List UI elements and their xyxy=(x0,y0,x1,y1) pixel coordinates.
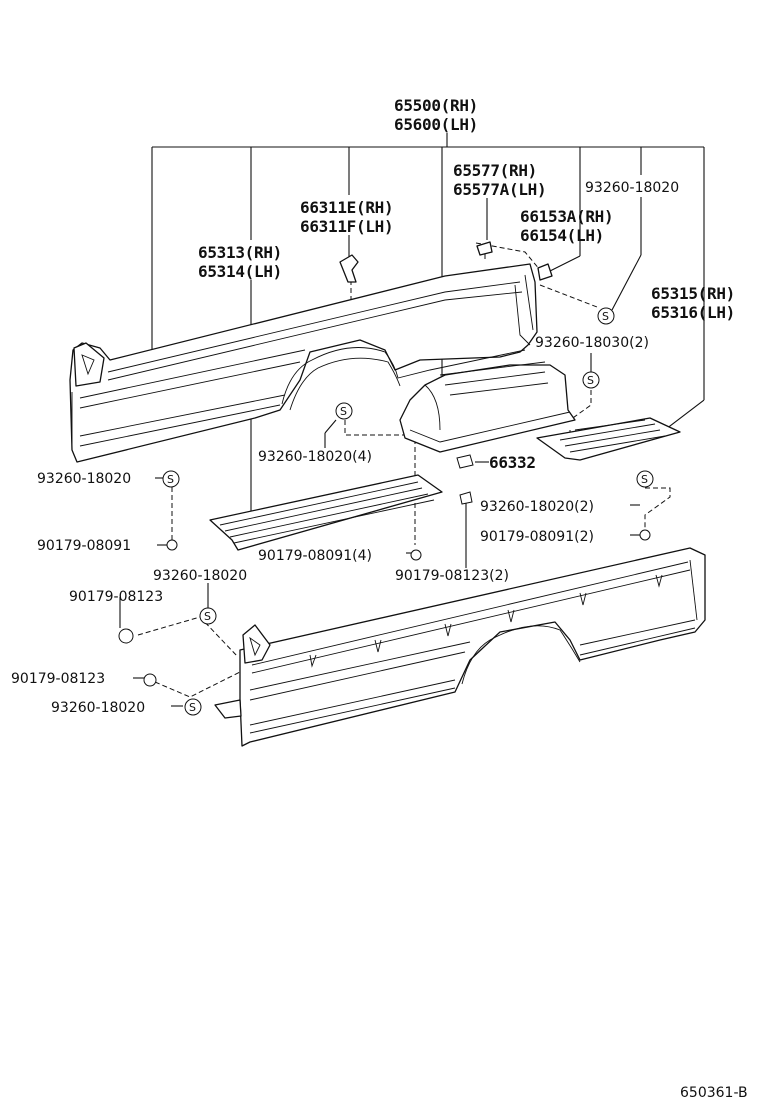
label-90179-08123-2: 90179-08123(2) xyxy=(395,568,509,584)
svg-text:S: S xyxy=(602,310,609,323)
label-65316: 65316(LH) xyxy=(651,303,735,322)
label-90179-08123-b: 90179-08123 xyxy=(11,671,105,687)
label-65314: 65314(LH) xyxy=(198,262,282,281)
label-93260-18030: 93260-18030(2) xyxy=(535,335,649,351)
screw-icon-right: S xyxy=(636,470,654,488)
screw-icon-center: S xyxy=(335,402,353,420)
screw-icon-18030: S xyxy=(582,371,600,389)
svg-text:S: S xyxy=(641,473,648,486)
bracket-66311 xyxy=(339,254,359,283)
nut-08123-a xyxy=(118,628,134,644)
nut-right xyxy=(639,529,651,541)
nut-66332 xyxy=(456,454,474,469)
screw-icon-left: S xyxy=(162,470,180,488)
label-66154: 66154(LH) xyxy=(520,226,604,245)
right-floor-plate xyxy=(536,417,681,461)
label-65315: 65315(RH) xyxy=(651,284,735,303)
label-90179-08091-2: 90179-08091(2) xyxy=(480,529,594,545)
label-66311f: 66311F(LH) xyxy=(300,217,393,236)
label-93260-bot: 93260-18020 xyxy=(51,700,145,716)
label-65313: 65313(RH) xyxy=(198,243,282,262)
label-65600: 65600(LH) xyxy=(394,115,478,134)
svg-text:S: S xyxy=(167,473,174,486)
label-93260-mid: 93260-18020 xyxy=(153,568,247,584)
label-93260-top: 93260-18020 xyxy=(585,180,679,196)
svg-text:S: S xyxy=(340,405,347,418)
screw-icon-top-right: S xyxy=(597,307,615,325)
label-93260-2: 93260-18020(2) xyxy=(480,499,594,515)
nut-left-bottom xyxy=(166,539,178,551)
label-66332: 66332 xyxy=(489,453,536,472)
svg-text:S: S xyxy=(204,610,211,623)
label-65577a: 65577A(LH) xyxy=(453,180,546,199)
left-floor-plate xyxy=(209,474,443,551)
screw-icon-mid: S xyxy=(199,607,217,625)
label-90179-08091: 90179-08091 xyxy=(37,538,131,554)
nut-center xyxy=(410,549,422,561)
fasteners: S S S S S S S xyxy=(118,307,654,716)
label-93260-4: 93260-18020(4) xyxy=(258,449,372,465)
label-93260-left: 93260-18020 xyxy=(37,471,131,487)
svg-text:S: S xyxy=(189,701,196,714)
label-65577: 65577(RH) xyxy=(453,161,537,180)
wheel-house xyxy=(399,361,576,453)
lower-side-panel xyxy=(214,547,706,747)
upper-side-panel xyxy=(69,263,538,463)
svg-text:S: S xyxy=(587,374,594,387)
screw-icon-bottom: S xyxy=(184,698,202,716)
diagram-code: 650361-B xyxy=(680,1085,748,1101)
nut-08123-b xyxy=(143,673,157,687)
bracket-65577 xyxy=(476,241,493,256)
label-66311e: 66311E(RH) xyxy=(300,198,393,217)
label-66153a: 66153A(RH) xyxy=(520,207,613,226)
bracket-66153 xyxy=(537,263,553,281)
label-90179-08123-a: 90179-08123 xyxy=(69,589,163,605)
nut-90179-08123-2 xyxy=(459,491,473,505)
part-labels: 65500(RH) 65600(LH) 65577(RH) 65577A(LH)… xyxy=(11,96,748,1101)
label-65500: 65500(RH) xyxy=(394,96,478,115)
label-90179-08091-4: 90179-08091(4) xyxy=(258,548,372,564)
